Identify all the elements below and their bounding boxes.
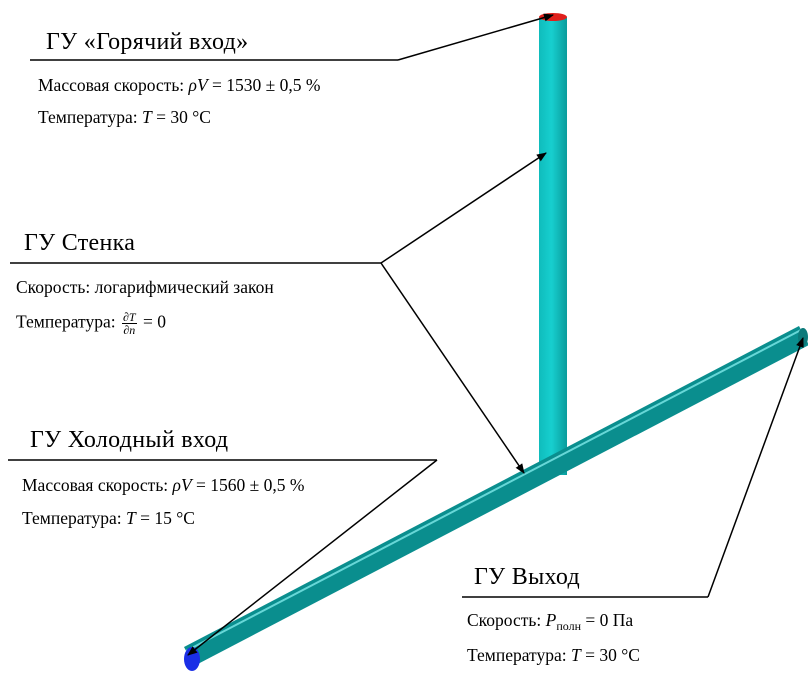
outlet-temp-line: Температура: T = 30 °C: [467, 645, 640, 666]
outlet-pressure-value: = 0 Па: [581, 610, 634, 630]
cold-inlet-temp-label: Температура:: [22, 508, 126, 528]
hot-inlet-temp-line: Температура: T = 30 °C: [38, 107, 211, 128]
wall-frac-denominator: ∂n: [123, 323, 136, 337]
cold-inlet-temp-value: = 15 °C: [135, 508, 195, 528]
cold-inlet-title: ГУ Холодный вход: [30, 427, 229, 453]
hot-inlet-title: ГУ «Горячий вход»: [46, 29, 249, 55]
cold-inlet-end: [184, 647, 200, 671]
wall-title: ГУ Стенка: [24, 230, 136, 256]
main-pipe-highlight: [185, 329, 802, 652]
outlet-arrow: [707, 337, 804, 598]
hot-inlet-temp-value: = 30 °C: [151, 107, 211, 127]
wall-velocity-line: Скорость: логарифмический закон: [16, 277, 274, 297]
outlet-velocity-line: Скорость: Pполн = 0 Па: [467, 610, 633, 634]
wall-arrow-upper: [380, 152, 547, 264]
outlet-pressure-symbol: P: [545, 610, 557, 630]
cold-inlet-arrow: [187, 459, 438, 656]
cold-inlet-temp-symbol: T: [125, 508, 136, 528]
hot-inlet-end: [539, 13, 567, 21]
wall-arrow-lower: [380, 262, 525, 474]
cold-inlet-mass-symbol: ρV: [172, 475, 192, 495]
main-pipe: [184, 326, 808, 666]
vertical-pipe: [539, 17, 567, 475]
hot-inlet-mass-line: Массовая скорость: ρV = 1530 ± 0,5 %: [38, 75, 320, 96]
wall-temp-label: Температура:: [16, 311, 120, 332]
cold-inlet-mass-label: Массовая скорость:: [22, 475, 173, 495]
hot-inlet-temp-symbol: T: [141, 107, 152, 127]
hot-inlet-mass-value: = 1530 ± 0,5 %: [207, 75, 321, 95]
outlet-end: [798, 328, 808, 346]
hot-inlet-temp-label: Температура:: [38, 107, 142, 127]
hot-inlet-arrow: [397, 13, 554, 61]
outlet-temp-symbol: T: [570, 645, 581, 665]
cold-inlet-temp-line: Температура: T = 15 °C: [22, 508, 195, 529]
wall-temp-value: = 0: [138, 311, 166, 332]
outlet-velocity-label: Скорость:: [467, 610, 546, 630]
outlet-temp-label: Температура:: [467, 645, 571, 665]
cold-inlet-mass-value: = 1560 ± 0,5 %: [191, 475, 305, 495]
outlet-pressure-subscript: полн: [556, 619, 581, 633]
wall-temp-line: Температура: ∂T∂n = 0: [16, 311, 166, 336]
hot-inlet-mass-label: Массовая скорость:: [38, 75, 189, 95]
wall-frac-numerator: ∂T: [121, 310, 137, 324]
outlet-title: ГУ Выход: [474, 564, 581, 590]
cold-inlet-mass-line: Массовая скорость: ρV = 1560 ± 0,5 %: [22, 475, 304, 496]
wall-temp-fraction: ∂T∂n: [121, 310, 137, 337]
outlet-temp-value: = 30 °C: [580, 645, 640, 665]
hot-inlet-mass-symbol: ρV: [188, 75, 208, 95]
